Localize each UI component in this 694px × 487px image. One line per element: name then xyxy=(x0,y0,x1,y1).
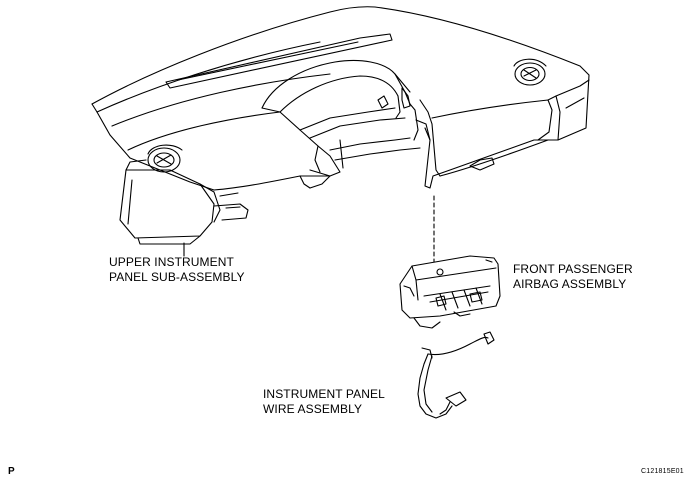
airbag-label-line-2: AIRBAG ASSEMBLY xyxy=(513,277,627,291)
airbag-assembly-drawing xyxy=(399,255,501,329)
wire-label-line-1: INSTRUMENT PANEL xyxy=(263,387,385,401)
upper-panel-label-line-2: PANEL SUB-ASSEMBLY xyxy=(109,270,245,284)
airbag-label-line-1: FRONT PASSENGER xyxy=(513,262,633,276)
upper-instrument-panel-drawing xyxy=(91,6,590,245)
front-passenger-airbag-label: FRONT PASSENGER AIRBAG ASSEMBLY xyxy=(513,262,633,292)
upper-instrument-panel-label: UPPER INSTRUMENT PANEL SUB-ASSEMBLY xyxy=(109,255,245,285)
instrument-panel-wire-drawing xyxy=(417,331,495,419)
upper-panel-label-line-1: UPPER INSTRUMENT xyxy=(109,255,234,269)
view-letter: P xyxy=(8,466,15,477)
wire-label-line-2: WIRE ASSEMBLY xyxy=(263,402,363,416)
instrument-panel-wire-label: INSTRUMENT PANEL WIRE ASSEMBLY xyxy=(263,387,385,417)
figure-code: C121815E01 xyxy=(641,468,684,475)
